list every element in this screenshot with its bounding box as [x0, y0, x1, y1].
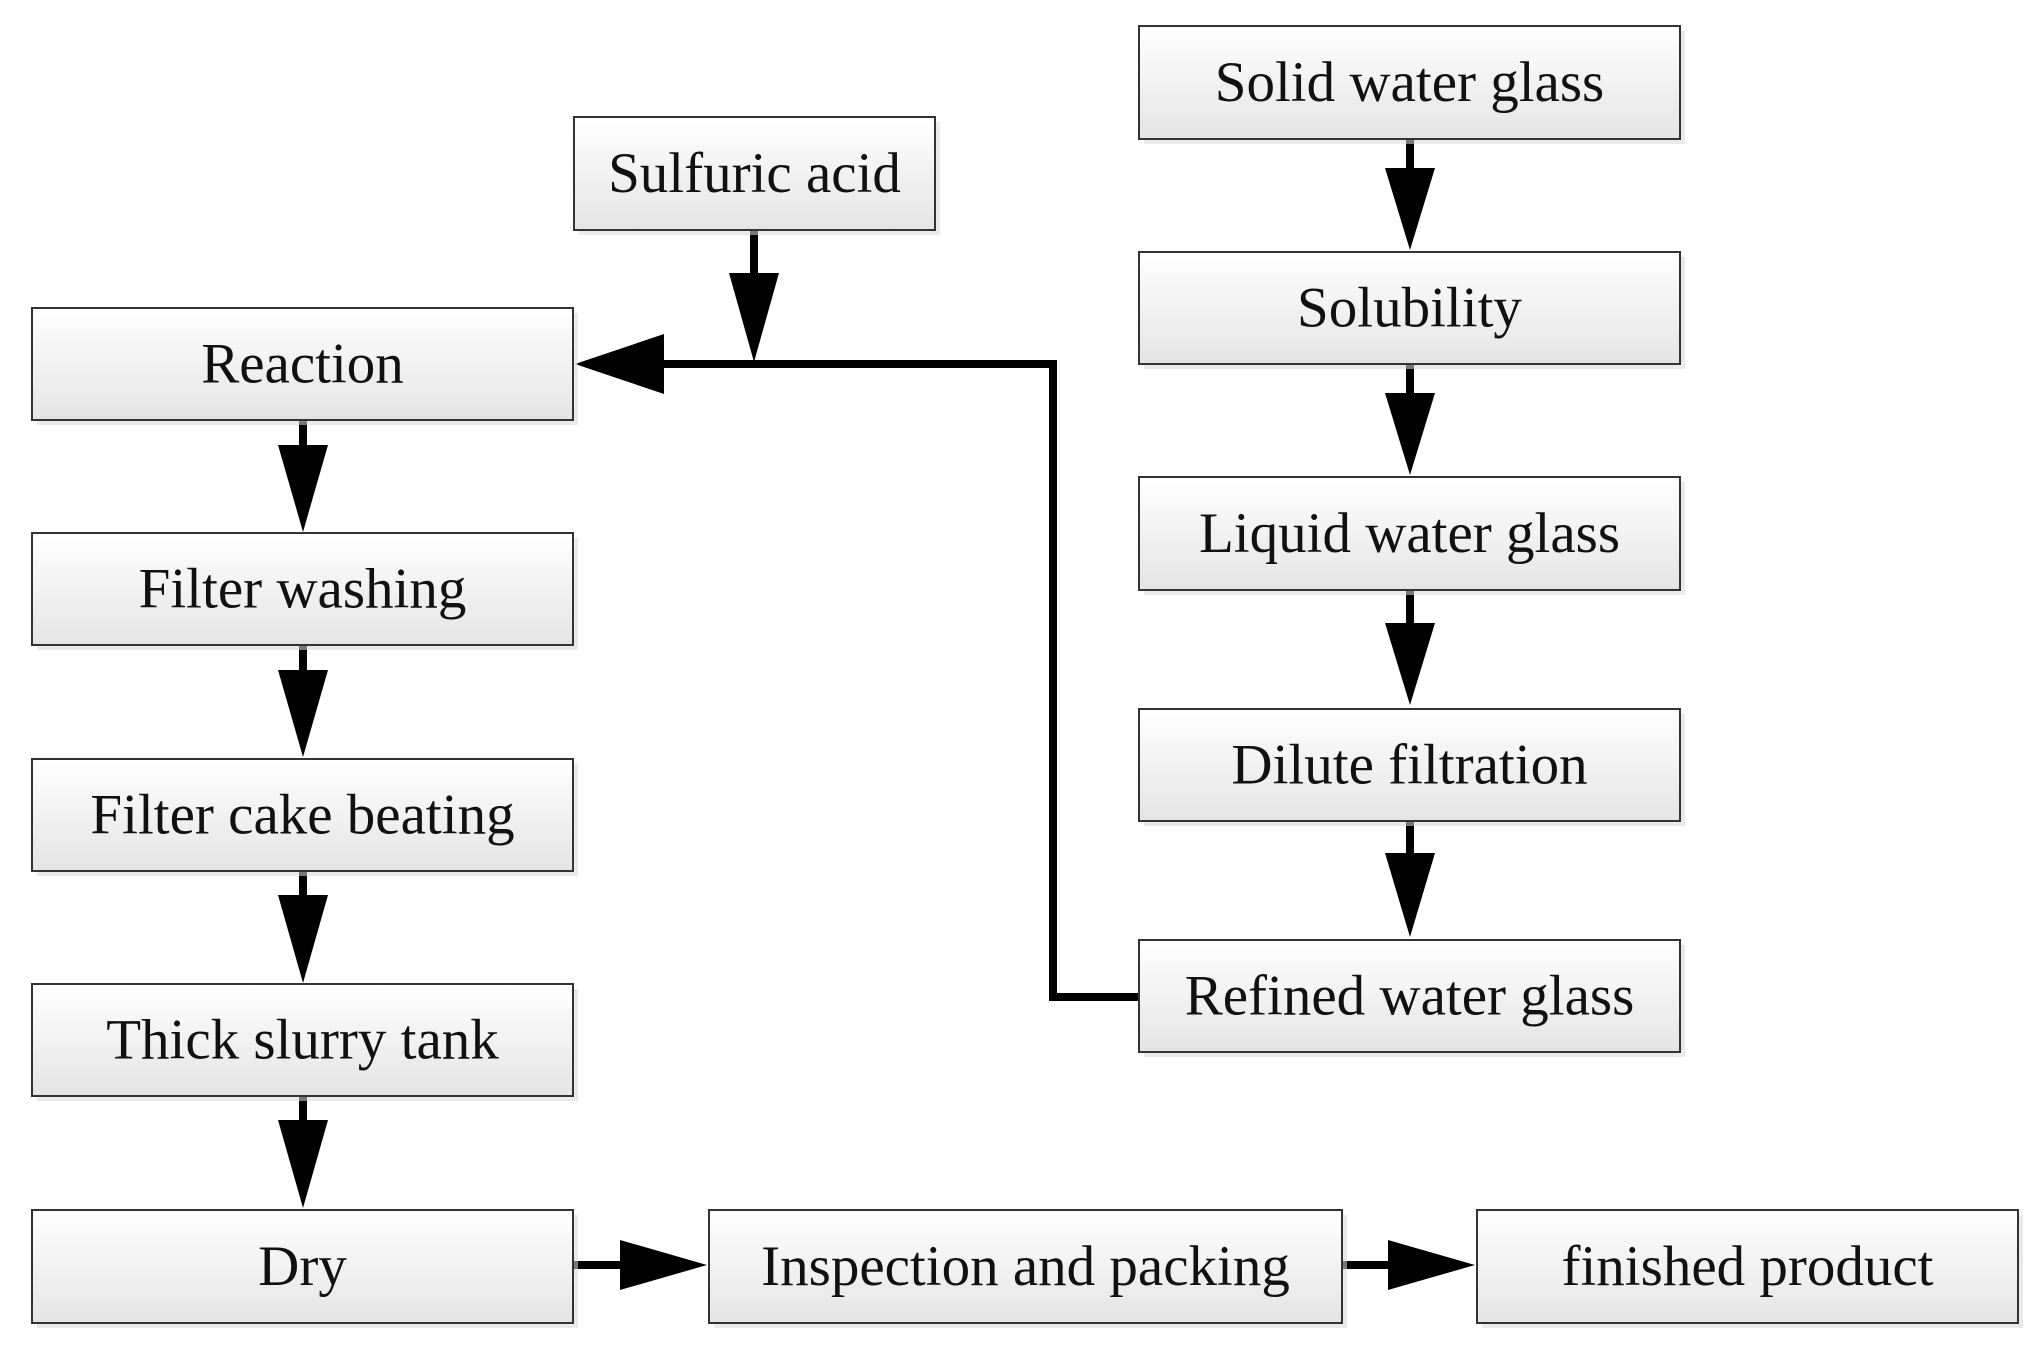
node-sulfuric-acid: Sulfuric acid: [573, 116, 940, 235]
node-solid-water-glass-label: Solid water glass: [1215, 51, 1604, 114]
node-filter-washing-label: Filter washing: [139, 558, 467, 621]
node-filter-cake-beating-label: Filter cake beating: [90, 784, 514, 847]
connectors: [278, 136, 1475, 1290]
arrow-cake-beating-to-slurry-tank: [278, 866, 328, 983]
node-finished-product-label: finished product: [1561, 1235, 1933, 1298]
arrow-dry-to-inspection: [569, 1240, 707, 1290]
arrow-dilute-to-refined: [1385, 818, 1435, 937]
node-thick-slurry-tank: Thick slurry tank: [31, 983, 578, 1101]
node-reaction: Reaction: [31, 307, 578, 425]
node-dry-label: Dry: [258, 1235, 347, 1298]
node-filter-cake-beating: Filter cake beating: [31, 758, 578, 876]
arrow-refined-to-reaction: [575, 334, 1144, 1001]
node-liquid-water-glass-label: Liquid water glass: [1199, 502, 1620, 565]
node-filter-washing: Filter washing: [31, 532, 578, 650]
node-refined-water-glass-label: Refined water glass: [1185, 965, 1635, 1028]
node-dilute-filtration: Dilute filtration: [1138, 708, 1685, 826]
node-inspection-and-packing: Inspection and packing: [708, 1209, 1347, 1328]
arrow-sulfuric-acid-down: [729, 227, 779, 362]
node-dry: Dry: [31, 1209, 578, 1328]
node-sulfuric-acid-label: Sulfuric acid: [608, 142, 901, 205]
node-solubility-label: Solubility: [1297, 277, 1522, 340]
arrow-filter-washing-to-cake-beating: [278, 641, 328, 757]
arrow-inspection-to-finished: [1338, 1240, 1475, 1290]
arrow-liquid-to-dilute: [1385, 586, 1435, 705]
arrow-reaction-to-filter-washing: [278, 416, 328, 532]
node-solid-water-glass: Solid water glass: [1138, 25, 1685, 144]
node-inspection-and-packing-label: Inspection and packing: [761, 1235, 1290, 1298]
node-reaction-label: Reaction: [201, 333, 404, 396]
node-liquid-water-glass: Liquid water glass: [1138, 476, 1685, 595]
arrow-slurry-tank-to-dry: [278, 1092, 328, 1208]
arrow-solid-to-solubility: [1385, 136, 1435, 250]
arrow-solubility-to-liquid: [1385, 361, 1435, 475]
node-dilute-filtration-label: Dilute filtration: [1231, 734, 1587, 797]
node-thick-slurry-tank-label: Thick slurry tank: [106, 1009, 499, 1072]
node-solubility: Solubility: [1138, 251, 1685, 369]
node-finished-product: finished product: [1476, 1209, 2023, 1328]
node-refined-water-glass: Refined water glass: [1138, 939, 1685, 1057]
